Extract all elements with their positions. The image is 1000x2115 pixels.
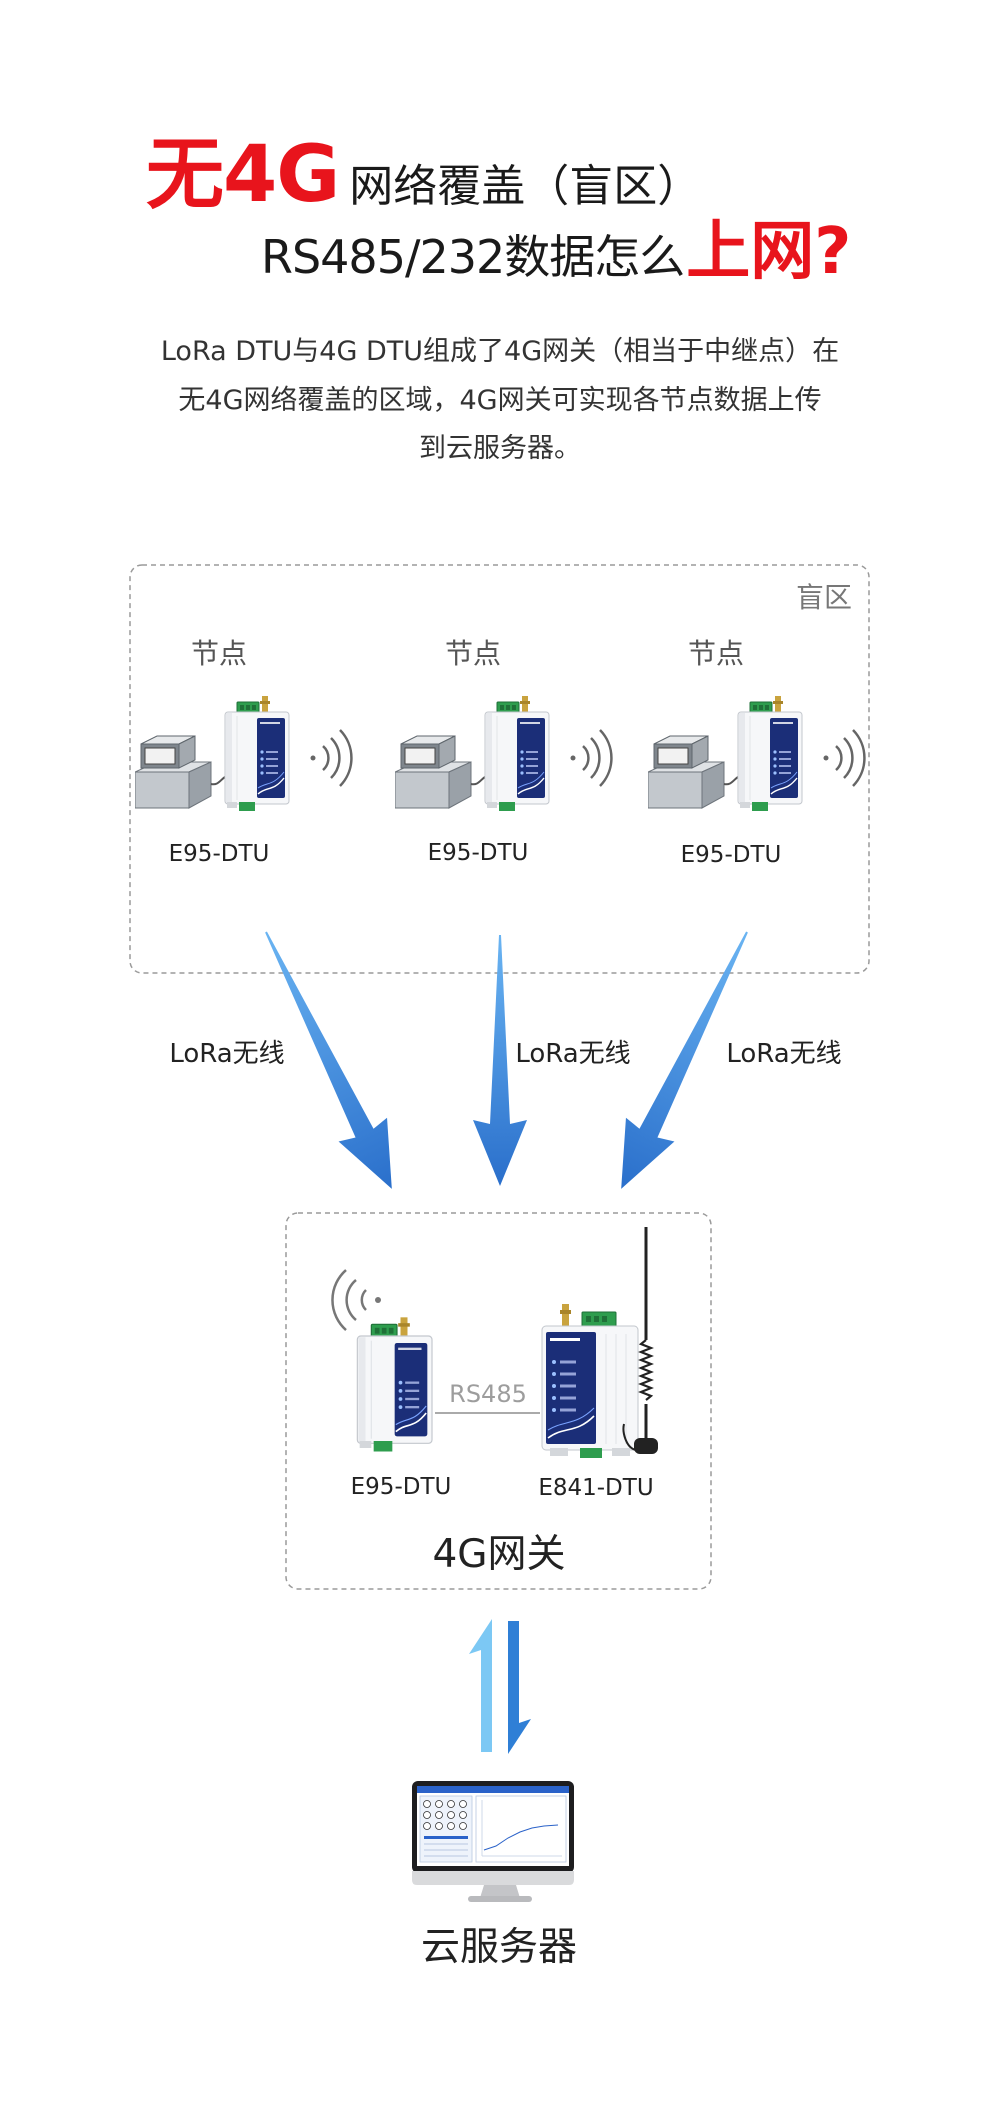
- headline-highlight-online: 上网?: [686, 215, 852, 289]
- downlink-arrow: [508, 1621, 531, 1754]
- intro-line-1: LoRa DTU与4G DTU组成了4G网关（相当于中继点）在: [160, 336, 840, 367]
- node-3-equipment-icon: [648, 696, 864, 811]
- lora-arrow-right: [621, 931, 748, 1189]
- node-2-title: 节点: [444, 637, 501, 670]
- intro-line-3: 到云服务器。: [419, 433, 581, 464]
- gateway-frame: [285, 1212, 712, 1590]
- node-1-equipment-icon: [135, 696, 351, 811]
- blind-zone-frame: [129, 564, 870, 974]
- node-1-title: 节点: [190, 637, 247, 670]
- uplink-arrow: [469, 1619, 492, 1752]
- gateway-title: 4G网关: [432, 1532, 566, 1577]
- lora-arrow-center: [473, 935, 527, 1186]
- lora-link-label-left: LoRa无线: [169, 1039, 285, 1069]
- bidirectional-arrow-icon: [469, 1619, 531, 1754]
- lora-link-label-center: LoRa无线: [515, 1039, 631, 1069]
- headline-coverage-text: 网络覆盖（盲区）: [349, 161, 702, 212]
- lora-arrow-left: [265, 931, 392, 1189]
- blind-zone-label: 盲区: [796, 581, 853, 614]
- wireless-signal-icon: [331, 1269, 381, 1331]
- node-3-device-label: E95-DTU: [680, 842, 782, 868]
- monitor-icon: [412, 1781, 574, 1902]
- cloud-server-title: 云服务器: [420, 1925, 577, 1970]
- node-2-device-label: E95-DTU: [427, 840, 529, 866]
- lora-link-label-right: LoRa无线: [726, 1039, 842, 1069]
- node-1-device-label: E95-DTU: [168, 841, 270, 867]
- headline-line-2: RS485/232数据怎么 上网?: [261, 220, 851, 284]
- headline-question-text: RS485/232数据怎么: [261, 230, 685, 284]
- gateway-lora-dtu-label: E95-DTU: [350, 1474, 452, 1500]
- intro-line-2: 无4G网络覆盖的区域，4G网关可实现各节点数据上传: [178, 385, 822, 416]
- node-2-equipment-icon: [395, 696, 611, 811]
- node-3-title: 节点: [687, 637, 744, 670]
- antenna-icon: [622, 1227, 658, 1454]
- rs485-label: RS485: [449, 1380, 527, 1408]
- gateway-4g-dtu-label: E841-DTU: [538, 1475, 654, 1501]
- gateway-lora-dtu-icon: [356, 1317, 433, 1453]
- headline-highlight-no-4g: 无4G: [146, 130, 340, 220]
- headline-line-1: 无4G 网络覆盖（盲区）: [146, 136, 701, 214]
